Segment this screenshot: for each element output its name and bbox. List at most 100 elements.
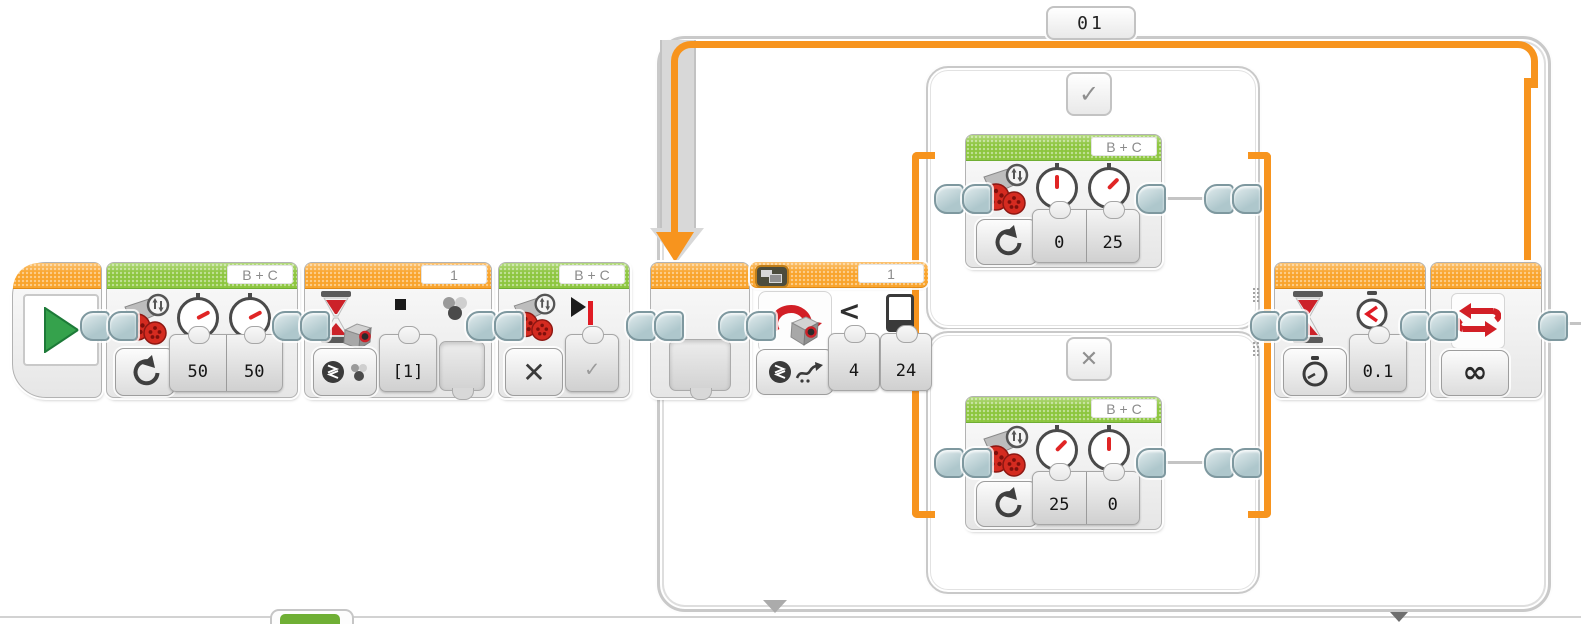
sequence-plug — [962, 448, 992, 478]
flat-view-toggle-icon[interactable] — [755, 265, 789, 288]
move-tank-true-ports[interactable]: B + C — [1091, 137, 1157, 156]
sequence-plug — [494, 311, 524, 341]
left-power-value[interactable]: 0 — [1033, 201, 1086, 262]
color-set-icon — [443, 297, 467, 320]
play-icon — [44, 307, 80, 353]
sequence-plug — [300, 311, 330, 341]
rate-wave-icon — [795, 362, 823, 383]
wait-color-value-flap[interactable]: [1] — [379, 326, 437, 392]
move-tank-false-header: B + C — [966, 397, 1161, 423]
move-tank-false-block[interactable]: B + C 25 0 — [965, 396, 1162, 530]
move-stop-block[interactable]: B + C ✕ ✓ — [498, 262, 630, 398]
stop-icon — [571, 297, 593, 325]
switch-port[interactable]: 1 — [858, 264, 924, 283]
switch-header: 1 — [750, 262, 928, 288]
move-tank-1-ports[interactable]: B + C — [227, 265, 293, 284]
move-tank-false-power-flap[interactable]: 25 0 — [1032, 463, 1140, 525]
sequence-plug — [1538, 311, 1568, 341]
move-tank-1-mode-button[interactable] — [115, 348, 175, 396]
sequence-plug — [80, 311, 110, 341]
loop-wire-right — [1524, 78, 1531, 268]
palette-divider-line — [0, 616, 1581, 618]
loop-end-mode-button[interactable]: ∞ — [1441, 350, 1509, 396]
true-branch-wire — [1162, 197, 1206, 200]
loop-wire-top — [708, 41, 1494, 48]
hidden-block-tab-green — [280, 614, 340, 624]
threshold-flap[interactable]: 24 — [880, 325, 932, 391]
compare-less-than: < — [838, 296, 861, 327]
colors-set-value[interactable]: [1] — [380, 326, 436, 391]
wait-time-mode-button[interactable] — [1283, 348, 1347, 396]
switch-true-tab[interactable]: ✓ — [1066, 72, 1112, 116]
selected-color-swatch — [395, 299, 406, 310]
wait-time-value-flap[interactable]: 0.1 — [1349, 326, 1407, 392]
sequence-plug — [1232, 184, 1262, 214]
move-tank-1-header: B + C — [107, 263, 297, 289]
loop-exit-wire — [1560, 322, 1581, 325]
loop-wire-corner-right — [1491, 41, 1538, 88]
right-power-value[interactable]: 25 — [1085, 201, 1140, 262]
compare-mode-icon — [321, 361, 344, 383]
rotations-mode-icon — [995, 225, 1022, 256]
switch-resize-grip-bottom[interactable] — [1252, 341, 1260, 357]
seconds-value[interactable]: 0.1 — [1350, 326, 1406, 391]
brake-option-flap[interactable]: ✓ — [565, 326, 619, 392]
sequence-plug — [962, 184, 992, 214]
loop-index-tab[interactable]: 01 — [1046, 6, 1136, 40]
move-stop-mode-button[interactable]: ✕ — [505, 348, 563, 396]
compare-type-flap[interactable]: 4 — [828, 325, 880, 391]
move-tank-true-mode-button[interactable] — [976, 219, 1038, 265]
canvas-scroll-marker — [1390, 612, 1408, 622]
sequence-plug — [626, 311, 656, 341]
move-tank-true-header: B + C — [966, 135, 1161, 161]
left-power-value[interactable]: 50 — [170, 326, 226, 391]
compare-mode-icon — [768, 361, 791, 383]
color-sensor-icon — [343, 323, 373, 350]
sequence-plug — [272, 311, 302, 341]
right-power-value[interactable]: 50 — [225, 326, 283, 391]
brake-value[interactable]: ✓ — [566, 326, 618, 391]
wait-color-header: 1 — [305, 263, 491, 289]
sequence-plug — [1136, 184, 1166, 214]
switch-block[interactable]: 1 < — [750, 262, 932, 396]
start-block-header — [13, 263, 101, 289]
sequence-plug — [1400, 311, 1430, 341]
loop-wire-arrowhead — [656, 232, 694, 262]
switch-false-tab[interactable]: ✕ — [1066, 337, 1112, 381]
hidden-block-tab[interactable] — [270, 609, 354, 624]
move-tank-true-power-flap[interactable]: 0 25 — [1032, 201, 1140, 263]
move-tank-block-1[interactable]: B + C 50 50 — [106, 262, 298, 398]
threshold-value[interactable]: 24 — [881, 325, 931, 390]
empty-plug-slot[interactable] — [439, 341, 485, 400]
move-tank-false-mode-button[interactable] — [976, 481, 1038, 527]
sequence-plug — [654, 311, 684, 341]
loop-condition-slot[interactable] — [669, 339, 731, 400]
rotations-mode-icon — [995, 487, 1022, 518]
compare-type-value[interactable]: 4 — [829, 325, 879, 390]
loop-wire-left — [671, 78, 678, 232]
switch-resize-grip-top[interactable] — [1252, 287, 1260, 303]
sequence-plug — [934, 448, 964, 478]
left-power-value[interactable]: 25 — [1033, 463, 1086, 524]
sequence-plug — [1250, 311, 1280, 341]
move-tank-true-block[interactable]: B + C 0 25 — [965, 134, 1162, 268]
move-stop-ports[interactable]: B + C — [559, 265, 625, 284]
false-branch-wire — [1162, 461, 1206, 464]
off-mode-x-icon: ✕ — [522, 355, 546, 389]
loop-end-block[interactable]: ∞ — [1430, 262, 1542, 398]
sequence-plug — [1204, 448, 1234, 478]
switch-mode-button[interactable] — [756, 349, 834, 395]
right-power-value[interactable]: 0 — [1085, 463, 1140, 524]
wait-color-port[interactable]: 1 — [421, 265, 487, 284]
infinity-icon: ∞ — [1462, 355, 1488, 390]
loop-resize-handle[interactable] — [763, 600, 787, 613]
move-tank-false-ports[interactable]: B + C — [1091, 399, 1157, 418]
sequence-plug — [1136, 448, 1166, 478]
wait-color-block[interactable]: 1 [1] — [304, 262, 492, 400]
move-tank-1-power-flap[interactable]: 50 50 — [169, 326, 283, 392]
sequence-plug — [934, 184, 964, 214]
rotations-mode-icon — [133, 355, 160, 386]
wait-color-mode-button[interactable] — [313, 348, 377, 396]
cross-icon: ✕ — [1079, 346, 1099, 372]
